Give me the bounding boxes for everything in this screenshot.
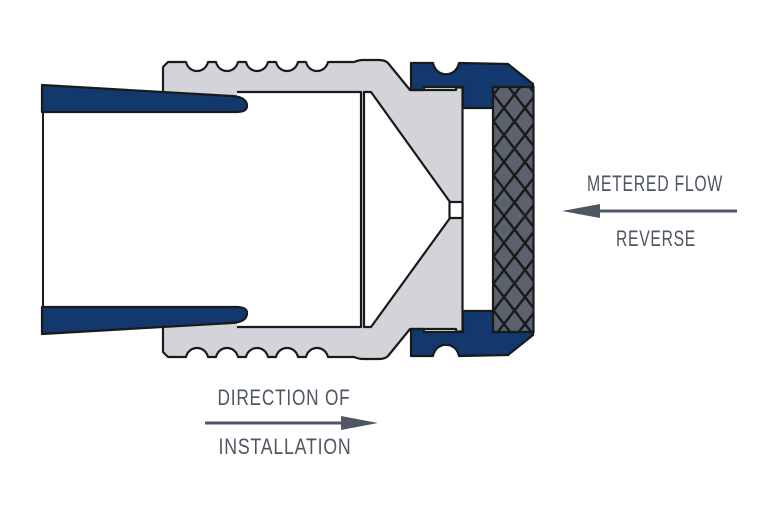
pipe-wall-bottom bbox=[40, 305, 249, 336]
gasket-retainer-top bbox=[409, 61, 535, 110]
right-arrow-icon bbox=[205, 416, 378, 430]
pipe-interior bbox=[43, 111, 246, 308]
metered-flow-annotation: METERED FLOW REVERSE bbox=[562, 171, 737, 251]
bore-cavity bbox=[237, 90, 363, 329]
reverse-label: REVERSE bbox=[616, 226, 696, 251]
installation-label: INSTALLATION bbox=[219, 434, 352, 459]
metered-flow-label: METERED FLOW bbox=[587, 171, 723, 196]
strainer-screen bbox=[491, 85, 535, 334]
orifice-opening bbox=[448, 200, 464, 220]
direction-of-label: DIRECTION OF bbox=[218, 385, 351, 410]
left-arrow-icon bbox=[562, 204, 737, 218]
gasket-retainer-bottom bbox=[409, 309, 535, 358]
installation-direction-annotation: DIRECTION OF INSTALLATION bbox=[205, 385, 378, 459]
pipe-wall-top bbox=[40, 83, 249, 114]
